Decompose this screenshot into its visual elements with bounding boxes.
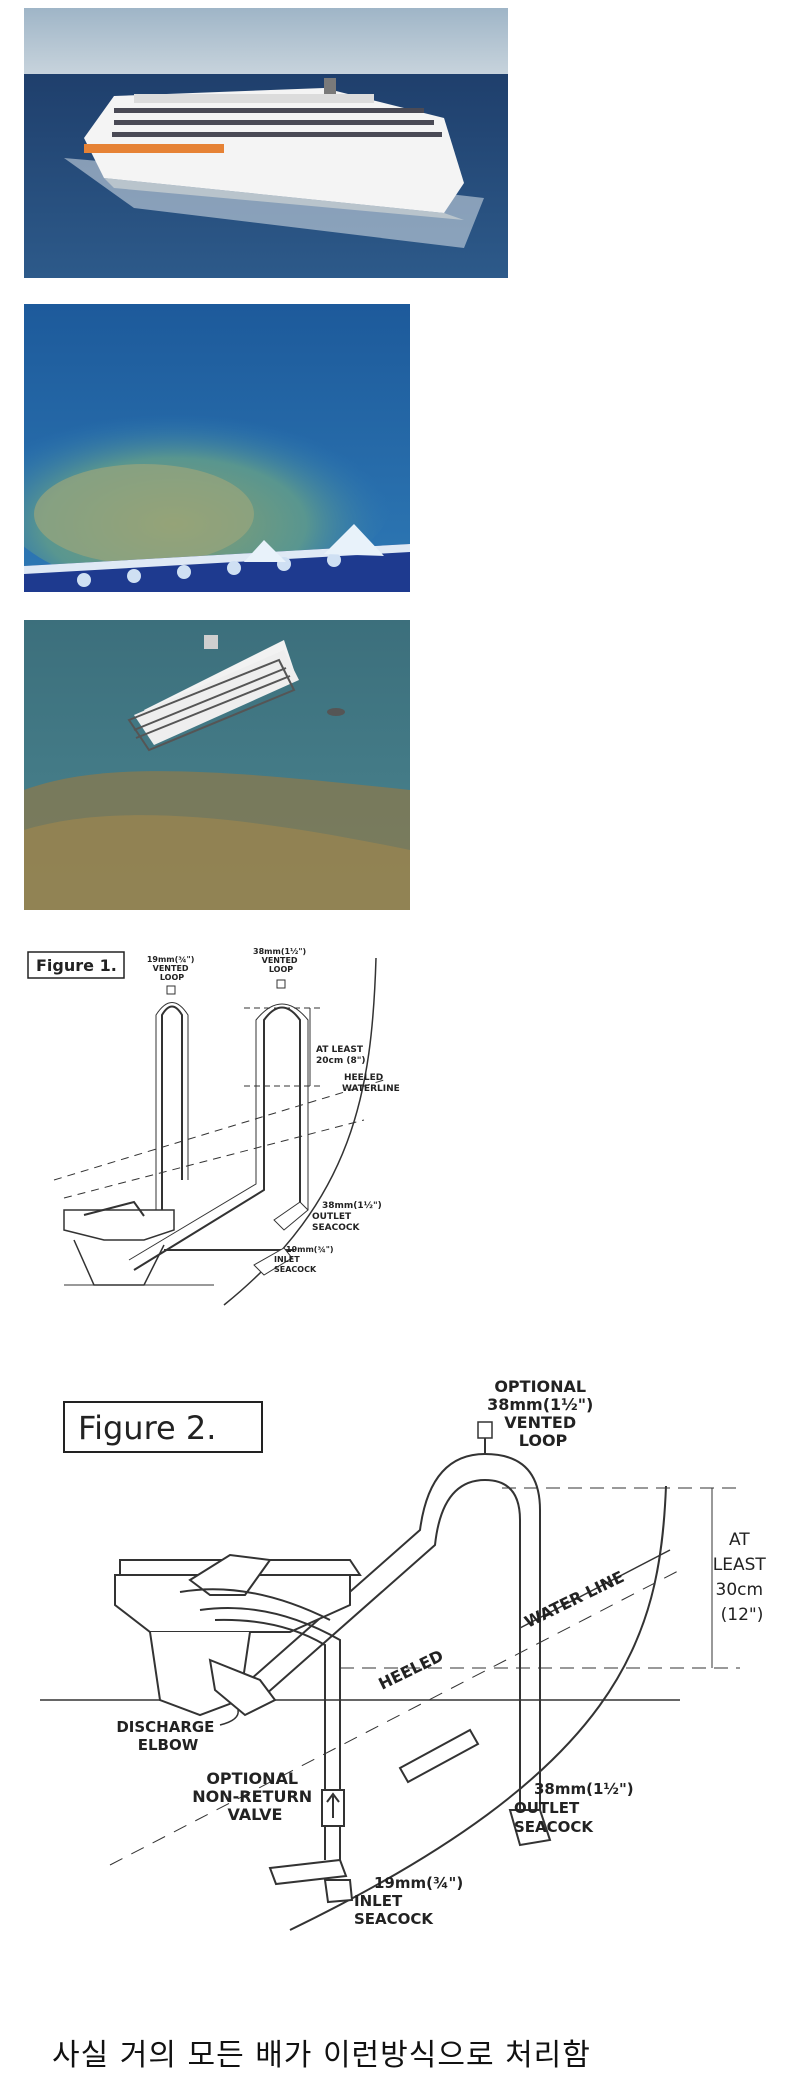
svg-text:DISCHARGE ELBOW: DISCHARGE ELBOW <box>116 1718 219 1754</box>
svg-text:38mm(1½") OUTLET SEACO: 38mm(1½") OUTLET SEACOCK <box>312 1200 385 1233</box>
figure-1-title: Figure 1. <box>36 956 117 975</box>
svg-text:38mm(1½") VENTED LOOP: 38mm(1½") VENTED LOOP <box>253 946 309 974</box>
svg-text:19mm(¾") VENTED LOOP: 19mm(¾") VENTED LOOP <box>147 955 197 982</box>
svg-text:OPTIONAL NON-RETURN VA: OPTIONAL NON-RETURN VALVE <box>192 1769 317 1824</box>
svg-text:19mm(¾") INLET SEACOCK: 19mm(¾") INLET SEACOCK <box>354 1874 468 1928</box>
figure-2-diagram: Figure 2. OPTIONAL 38mm(1½") VENTED LOOP… <box>40 1377 771 1931</box>
ship-plume-photo <box>24 620 410 910</box>
svg-text:OPTIONAL 38mm(1½") VEN: OPTIONAL 38mm(1½") VENTED LOOP <box>487 1377 599 1450</box>
caption-text: 사실 거의 모든 배가 이런방식으로 처리함 <box>52 2038 591 2073</box>
svg-text:38mm(1½") OUTLET SEACO: 38mm(1½") OUTLET SEACOCK <box>514 1780 639 1836</box>
svg-text:AT LEAST 30cm (12": AT LEAST 30cm (12") <box>713 1530 771 1625</box>
svg-text:AT LEAST 20cm (8"): AT LEAST 20cm (8") <box>316 1045 366 1066</box>
figure-2-title: Figure 2. <box>78 1409 216 1447</box>
svg-text:19mm(¾") INLET SEACOCK: 19mm(¾") INLET SEACOCK <box>274 1245 336 1274</box>
figure-1-diagram: Figure 1. 19mm(¾") VENTED LOOP 38mm(1½")… <box>27 946 400 1306</box>
svg-text:WATER LINE: WATER LINE <box>521 1567 627 1632</box>
svg-text:HEELED WATERLINE: HEELED WATERLINE <box>342 1073 400 1094</box>
discharge-aerial-photo <box>24 304 410 592</box>
cruise-ship-photo <box>24 8 508 278</box>
svg-text:HEELED: HEELED <box>375 1646 446 1694</box>
